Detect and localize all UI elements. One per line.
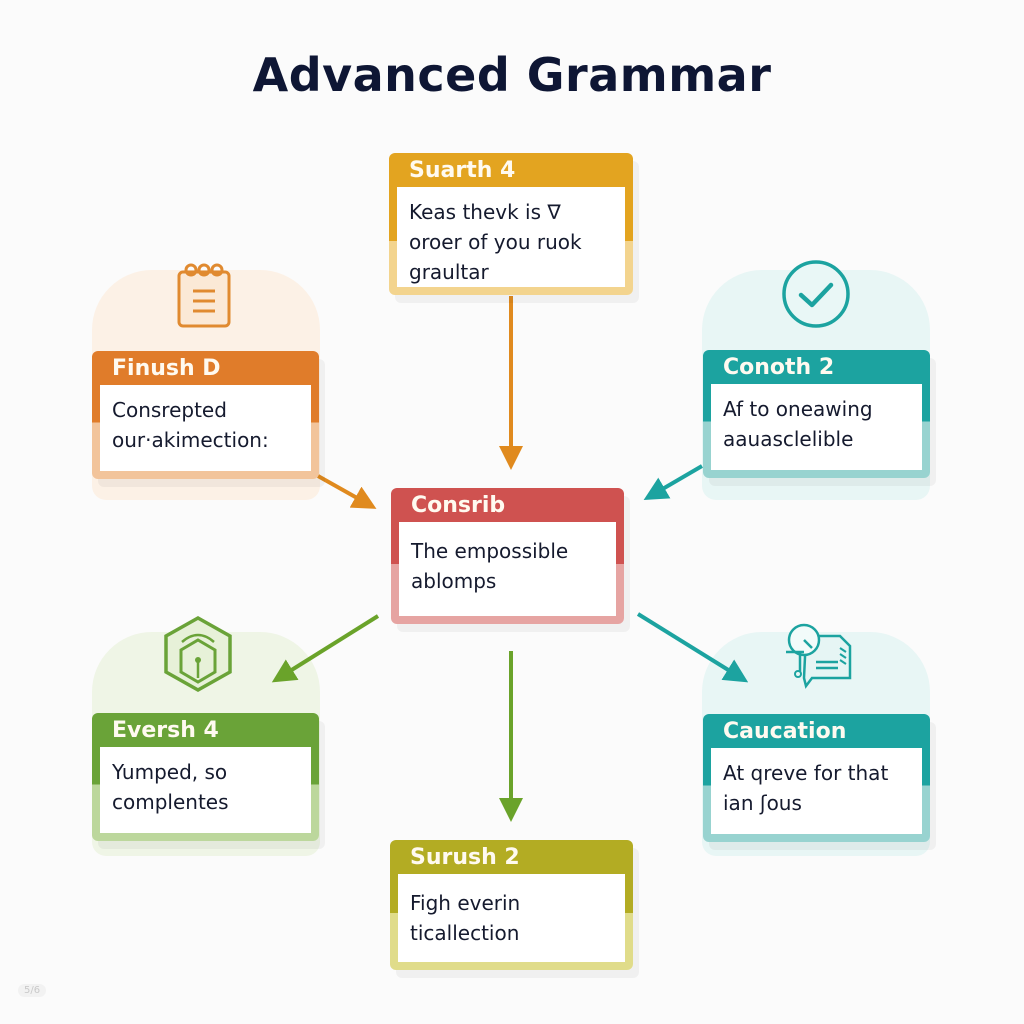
card-left-lower-body: Yumped, so complentes <box>100 747 311 833</box>
arrow-center-to-left-lower <box>271 614 380 683</box>
diagram-title: Advanced Grammar <box>252 48 772 102</box>
card-left-upper[interactable]: Finush D Consrepted our·akimection: <box>92 351 319 479</box>
arrow-left-upper-to-center <box>317 474 377 509</box>
card-left-lower[interactable]: Eversh 4 Yumped, so complentes <box>92 713 319 841</box>
card-left-upper-line: Consrepted <box>112 398 227 422</box>
card-left-upper-body: Consrepted our·akimection: <box>100 385 311 471</box>
card-left-lower-header: Eversh 4 <box>112 718 219 743</box>
card-right-upper-line: aauasclelible <box>723 427 854 451</box>
card-left-upper-header: Finush D <box>112 356 221 381</box>
card-right-upper[interactable]: Conoth 2 Af to oneawing aauasclelible <box>703 350 930 478</box>
hexagon-cube-icon <box>160 614 236 694</box>
card-top[interactable]: Suarth 4 Keas thevk is ∇ oroer of you ru… <box>389 153 633 295</box>
card-center[interactable]: Consrib The empossible ablomps <box>391 488 624 624</box>
watermark: 5/6 <box>18 984 47 997</box>
card-left-lower-line: complentes <box>112 790 229 814</box>
card-right-lower-header: Caucation <box>723 719 847 744</box>
card-bottom-header: Surush 2 <box>410 845 520 870</box>
card-right-upper-header: Conoth 2 <box>723 355 835 380</box>
card-right-lower-line: ian ʃous <box>723 791 802 815</box>
clock-document-icon <box>782 622 856 694</box>
check-circle-icon <box>780 260 852 332</box>
card-center-line: ablomps <box>411 569 497 593</box>
card-right-upper-body: Af to oneawing aauasclelible <box>711 384 922 470</box>
card-bottom-body: Figh everin ticallection <box>398 874 625 962</box>
card-bottom-line: ticallection <box>410 921 520 945</box>
card-top-header: Suarth 4 <box>409 158 516 183</box>
card-center-header: Consrib <box>411 493 506 518</box>
card-right-upper-line: Af to oneawing <box>723 397 873 421</box>
notepad-icon <box>172 260 236 330</box>
card-center-body: The empossible ablomps <box>399 522 616 616</box>
card-right-lower-line: At qreve for that <box>723 761 889 785</box>
card-bottom-line: Figh everin <box>410 891 521 915</box>
card-top-line: graultar <box>409 260 489 284</box>
arrow-right-upper-to-center <box>643 464 704 501</box>
card-bottom[interactable]: Surush 2 Figh everin ticallection <box>390 840 633 970</box>
card-top-line: Keas thevk is ∇ <box>409 200 561 224</box>
card-center-line: The empossible <box>411 539 569 563</box>
card-top-line: oroer of you ruok <box>409 230 582 254</box>
arrow-center-to-right-lower <box>636 612 749 683</box>
card-left-upper-line: our·akimection: <box>112 428 269 452</box>
card-top-body: Keas thevk is ∇ oroer of you ruok grault… <box>397 187 625 287</box>
card-right-lower-body: At qreve for that ian ʃous <box>711 748 922 834</box>
card-right-lower[interactable]: Caucation At qreve for that ian ʃous <box>703 714 930 842</box>
card-left-lower-line: Yumped, so <box>112 760 228 784</box>
